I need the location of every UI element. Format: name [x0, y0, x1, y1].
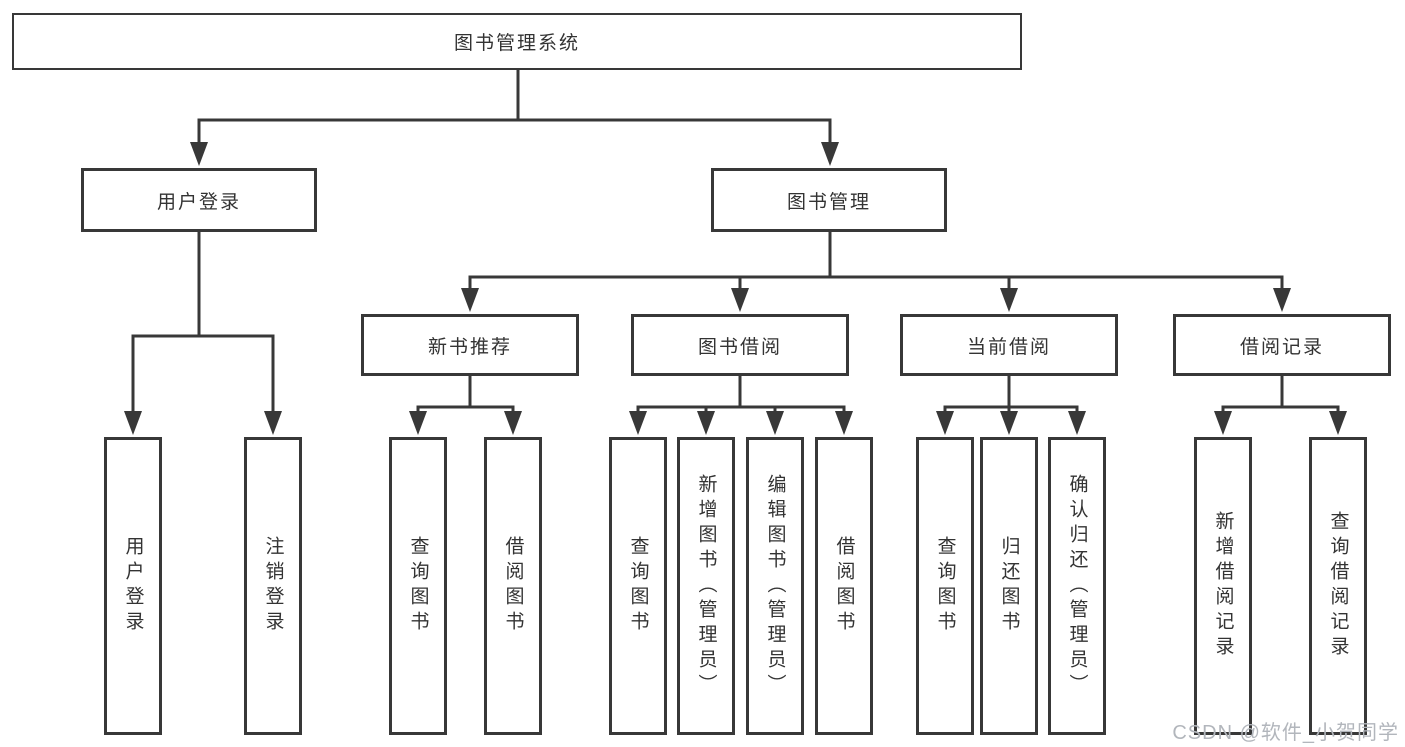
arrow-down-icon: [766, 411, 784, 435]
node-new-book-rec-label: 新书推荐: [427, 336, 512, 358]
node-leaf-logout: 注销登录: [244, 437, 302, 735]
node-root-label: 图书管理系统: [453, 33, 580, 54]
node-leaf-bb-add-book-label: 新增图书（管理员）: [695, 473, 717, 699]
arrow-down-icon: [697, 411, 715, 435]
node-current-borrow: 当前借阅: [900, 314, 1118, 376]
connector-new-book-branch: [416, 373, 515, 417]
node-user-login: 用户登录: [81, 168, 317, 232]
node-leaf-logout-label: 注销登录: [262, 536, 284, 636]
arrow-down-icon: [190, 142, 208, 166]
connector-user-login-branch: [131, 230, 275, 417]
node-current-borrow-label: 当前借阅: [966, 336, 1051, 358]
node-borrow-record: 借阅记录: [1173, 314, 1391, 376]
arrow-down-icon: [1214, 411, 1232, 435]
node-leaf-nb-borrow-book: 借阅图书: [484, 437, 542, 735]
node-leaf-user-login-label: 用户登录: [122, 536, 144, 636]
node-leaf-br-query-record-label: 查询借阅记录: [1327, 511, 1349, 661]
node-borrow-record-label: 借阅记录: [1239, 336, 1324, 358]
arrow-down-icon: [1068, 411, 1086, 435]
node-leaf-nb-borrow-book-label: 借阅图书: [502, 536, 524, 636]
node-user-login-label: 用户登录: [156, 191, 241, 213]
connector-root-branch: [197, 66, 832, 148]
node-book-borrow: 图书借阅: [631, 314, 849, 376]
node-book-mgmt-label: 图书管理: [786, 191, 871, 213]
arrow-down-icon: [835, 411, 853, 435]
arrow-down-icon: [124, 411, 142, 435]
node-leaf-nb-query-book-label: 查询图书: [407, 536, 429, 636]
arrowheads: [124, 142, 1347, 435]
node-leaf-bb-edit-book: 编辑图书（管理员）: [746, 437, 804, 735]
arrow-down-icon: [409, 411, 427, 435]
node-leaf-cb-return-book-label: 归还图书: [998, 536, 1020, 636]
node-leaf-br-add-record-label: 新增借阅记录: [1212, 511, 1234, 661]
node-leaf-user-login: 用户登录: [104, 437, 162, 735]
csdn-watermark: CSDN @软件_小贺同学: [1172, 722, 1399, 744]
connector-current-borrow-branch: [943, 373, 1079, 417]
node-leaf-bb-query-book-label: 查询图书: [627, 536, 649, 636]
arrow-down-icon: [264, 411, 282, 435]
node-leaf-cb-query-book: 查询图书: [916, 437, 974, 735]
arrow-down-icon: [1000, 288, 1018, 312]
node-leaf-br-query-record: 查询借阅记录: [1309, 437, 1367, 735]
node-leaf-bb-add-book: 新增图书（管理员）: [677, 437, 735, 735]
node-leaf-br-add-record: 新增借阅记录: [1194, 437, 1252, 735]
node-leaf-bb-borrow-book: 借阅图书: [815, 437, 873, 735]
arrow-down-icon: [1329, 411, 1347, 435]
arrow-down-icon: [629, 411, 647, 435]
node-book-borrow-label: 图书借阅: [697, 336, 782, 358]
arrow-down-icon: [1000, 411, 1018, 435]
node-leaf-bb-query-book: 查询图书: [609, 437, 667, 735]
node-new-book-rec: 新书推荐: [361, 314, 579, 376]
arrow-down-icon: [821, 142, 839, 166]
node-leaf-cb-query-book-label: 查询图书: [934, 536, 956, 636]
arrow-down-icon: [504, 411, 522, 435]
arrow-down-icon: [936, 411, 954, 435]
node-leaf-cb-confirm-return-label: 确认归还（管理员）: [1066, 473, 1088, 699]
node-root: 图书管理系统: [12, 13, 1022, 70]
arrow-down-icon: [731, 288, 749, 312]
connector-borrow-record-branch: [1221, 373, 1340, 417]
connector-book-borrow-branch: [636, 373, 846, 417]
node-leaf-bb-edit-book-label: 编辑图书（管理员）: [764, 473, 786, 699]
arrow-down-icon: [1273, 288, 1291, 312]
connector-book-mgmt-branch: [468, 230, 1284, 298]
node-leaf-cb-confirm-return: 确认归还（管理员）: [1048, 437, 1106, 735]
node-leaf-bb-borrow-book-label: 借阅图书: [833, 536, 855, 636]
node-leaf-cb-return-book: 归还图书: [980, 437, 1038, 735]
node-book-mgmt: 图书管理: [711, 168, 947, 232]
arrow-down-icon: [461, 288, 479, 312]
node-leaf-nb-query-book: 查询图书: [389, 437, 447, 735]
